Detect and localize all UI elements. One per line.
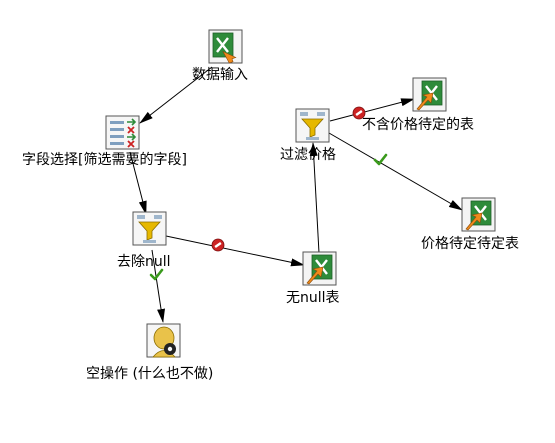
step-label-remove-null[interactable]: 去除null [117,254,171,270]
select-values-icon[interactable] [105,115,140,150]
hop-no-null-table-to-price-filter[interactable] [309,142,320,254]
stop-icon [211,238,225,252]
excel-output-icon[interactable] [302,251,337,286]
hop-data-input-to-field-select[interactable] [139,66,213,124]
check-icon [149,268,164,281]
step-label-no-null-table[interactable]: 无null表 [286,290,340,306]
hop-remove-null-to-no-null-table[interactable] [165,235,305,267]
check-icon [373,153,388,166]
step-label-dummy[interactable]: 空操作 (什么也不做) [86,366,214,382]
hop-field-select-to-remove-null[interactable] [129,151,147,215]
step-label-price-filter[interactable]: 过滤价格 [280,147,336,163]
excel-output-icon[interactable] [461,197,496,232]
stop-icon [352,106,366,120]
excel-input-icon[interactable] [208,29,243,64]
excel-output-icon[interactable] [412,77,447,112]
hop-remove-null-to-dummy[interactable] [151,249,165,323]
step-label-no-pending[interactable]: 不含价格待定的表 [362,117,474,133]
filter-rows-icon[interactable] [295,108,330,143]
dummy-icon[interactable] [146,323,181,358]
step-label-data-input[interactable]: 数据输入 [192,67,248,83]
filter-rows-icon[interactable] [132,211,167,246]
hop-price-filter-to-no-pending[interactable] [329,98,415,122]
step-label-pending[interactable]: 价格待定待定表 [421,236,519,252]
step-label-field-select[interactable]: 字段选择[筛选需要的字段] [22,152,187,168]
hop-price-filter-to-pending[interactable] [328,132,463,211]
